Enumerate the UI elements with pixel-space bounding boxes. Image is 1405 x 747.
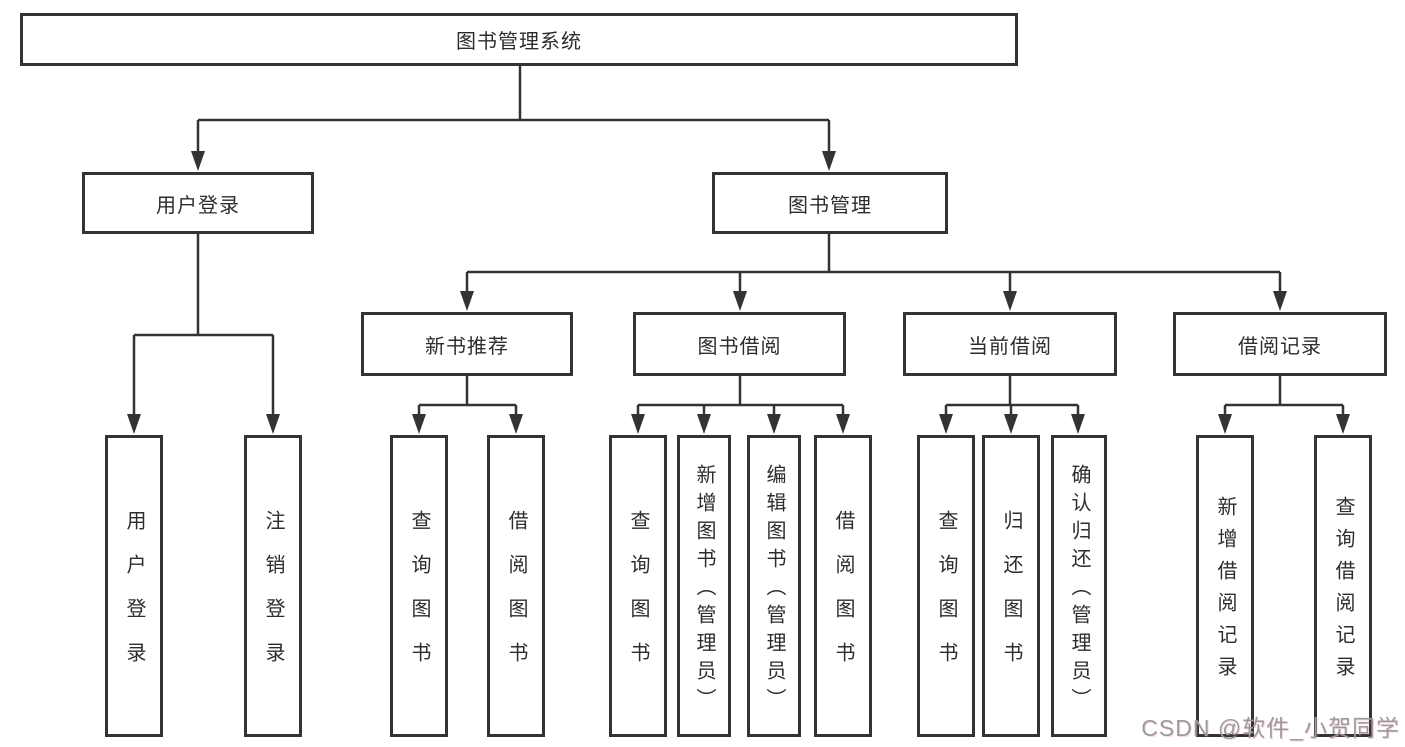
leaf-borrow-books: 借阅图书 [814,435,872,737]
watermark: CSDN @软件_小贺同学 [1141,715,1400,741]
leaf-user-login: 用户登录 [105,435,163,737]
leaf-return-books: 归还图书 [982,435,1040,737]
leaf-label: 查询图书 [408,510,430,686]
leaf-label: 注销登录 [262,510,284,686]
leaf-label: 确认归还（管理员） [1068,464,1090,716]
leaf-label: 归还图书 [1000,510,1022,686]
arrowhead-icons [127,151,1350,434]
leaf-logout: 注销登录 [244,435,302,737]
leaf-edit-books-admin: 编辑图书（管理员） [747,435,801,737]
leaf-label: 查询图书 [935,510,957,686]
leaf-label: 查询图书 [627,510,649,686]
leaf-query-books-current: 查询图书 [917,435,975,737]
leaf-add-borrow-record: 新增借阅记录 [1196,435,1254,737]
leaf-query-books-borrow: 查询图书 [609,435,667,737]
node-book-borrowing: 图书借阅 [633,312,846,376]
node-library-system: 图书管理系统 [20,13,1018,66]
leaf-label: 新增借阅记录 [1214,496,1236,688]
leaf-query-books-recommend: 查询图书 [390,435,448,737]
leaf-label: 借阅图书 [832,510,854,686]
leaf-label: 编辑图书（管理员） [763,464,785,716]
leaf-borrow-books-recommend: 借阅图书 [487,435,545,737]
leaf-confirm-return-admin: 确认归还（管理员） [1051,435,1107,737]
node-borrowing-records: 借阅记录 [1173,312,1387,376]
node-user-login: 用户登录 [82,172,314,234]
node-new-book-recommend: 新书推荐 [361,312,573,376]
leaf-query-borrow-record: 查询借阅记录 [1314,435,1372,737]
leaf-add-books-admin: 新增图书（管理员） [677,435,731,737]
node-current-borrowing: 当前借阅 [903,312,1117,376]
leaf-label: 用户登录 [123,510,145,686]
node-book-management: 图书管理 [712,172,948,234]
leaf-label: 新增图书（管理员） [693,464,715,716]
leaf-label: 查询借阅记录 [1332,496,1354,688]
leaf-label: 借阅图书 [505,510,527,686]
